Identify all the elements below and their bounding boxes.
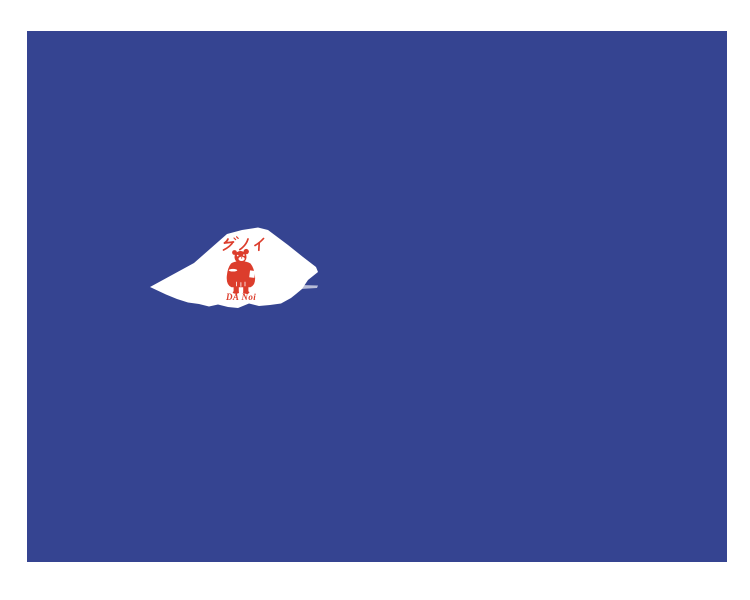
chef-mascot-icon (226, 248, 256, 294)
logo-blob: DA Noi (150, 227, 318, 308)
katakana-danoi-lettering (222, 236, 265, 252)
brand-name: DA Noi (225, 292, 256, 302)
torn-paper-sliver (300, 285, 318, 289)
flyer-background (27, 31, 727, 562)
